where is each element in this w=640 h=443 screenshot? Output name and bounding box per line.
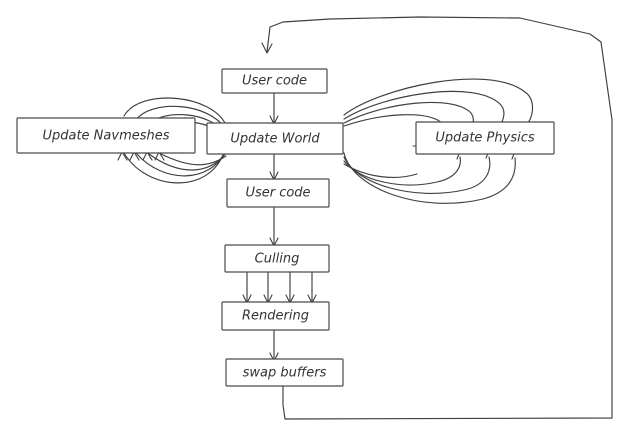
node-label: swap buffers	[243, 366, 327, 381]
main-loop-arrowhead	[261, 42, 273, 54]
physics-feedback-loops	[343, 78, 534, 204]
main-loop-edge	[266, 16, 613, 420]
node-label: User code	[245, 186, 310, 201]
node-label: Update Navmeshes	[42, 129, 169, 144]
node-update-physics: Update Physics	[415, 121, 555, 155]
node-label: Rendering	[242, 309, 309, 324]
node-rendering: Rendering	[221, 301, 330, 331]
node-update-world: Update World	[206, 122, 344, 155]
node-swap-buffers: swap buffers	[225, 358, 344, 387]
node-label: Update Physics	[435, 131, 535, 146]
node-culling: Culling	[224, 244, 330, 273]
node-user-code-bottom: User code	[226, 178, 330, 208]
node-label: Update World	[230, 132, 320, 147]
node-user-code-top: User code	[221, 68, 328, 94]
node-update-navmeshes: Update Navmeshes	[16, 117, 196, 154]
culling-to-rendering-arrows	[242, 271, 317, 304]
node-label: User code	[242, 74, 307, 89]
node-label: Culling	[255, 252, 300, 267]
